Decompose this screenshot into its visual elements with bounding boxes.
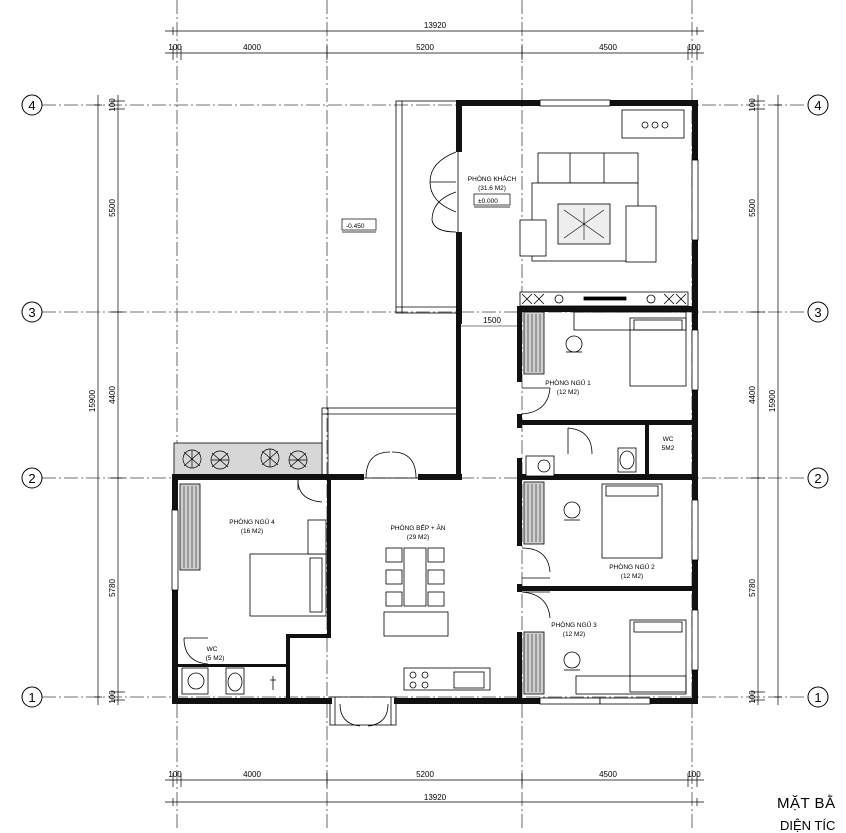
bedroom-4-furniture bbox=[179, 483, 327, 617]
dim-top-1: 100 bbox=[168, 43, 182, 52]
dim-bottom-1: 100 bbox=[168, 770, 182, 779]
axis-bubbles bbox=[21, 94, 829, 708]
level-marker-indoor bbox=[473, 193, 511, 208]
room-name-wc2: WC bbox=[207, 646, 218, 653]
room-name-bedroom1: PHÒNG NGỦ 1 bbox=[545, 378, 591, 387]
dim-bottom-2: 4000 bbox=[243, 770, 261, 779]
windows bbox=[171, 99, 699, 705]
dim-right-bottom: 100 bbox=[748, 690, 757, 704]
dim-right-3: 5780 bbox=[748, 579, 757, 597]
room-area-bedroom2: (12 M2) bbox=[621, 573, 643, 580]
dim-top-2: 4000 bbox=[243, 43, 261, 52]
dim-right-overall: 15900 bbox=[768, 389, 777, 412]
room-area-bedroom4: (16 M2) bbox=[241, 528, 263, 535]
dim-left-3: 5780 bbox=[108, 579, 117, 597]
corridor-dimension bbox=[457, 322, 521, 330]
drawing-title: MẶT BẰ bbox=[777, 795, 836, 812]
dim-left-1: 5500 bbox=[108, 199, 117, 217]
axis-label-4-right: 4 bbox=[814, 98, 821, 113]
drawing-subtitle: DIỆN TÍC bbox=[780, 818, 836, 833]
tv-cabinet bbox=[519, 291, 689, 307]
room-area-bedroom1: (12 M2) bbox=[557, 389, 579, 396]
dining-set bbox=[383, 547, 491, 691]
dim-top-3: 5200 bbox=[416, 43, 434, 52]
dim-left-overall: 15900 bbox=[88, 389, 97, 412]
dim-bottom-4: 4500 bbox=[599, 770, 617, 779]
dim-overall-bottom: 13920 bbox=[424, 793, 447, 802]
doors bbox=[183, 151, 593, 727]
room-name-bedroom2: PHÒNG NGỦ 2 bbox=[609, 562, 655, 571]
axis-label-3-left: 3 bbox=[28, 305, 35, 320]
bedroom-3-furniture bbox=[523, 619, 687, 695]
dim-right-2: 4400 bbox=[748, 386, 757, 404]
dimensions-bottom bbox=[165, 773, 704, 806]
dim-right-top: 100 bbox=[748, 98, 757, 112]
axis-label-2-left: 2 bbox=[28, 471, 35, 486]
axis-lines bbox=[42, 0, 805, 829]
dim-overall-top: 13920 bbox=[424, 21, 447, 30]
bedroom-1-furniture bbox=[523, 311, 687, 387]
level-outdoor: -0.450 bbox=[346, 223, 365, 230]
room-name-bedroom4: PHÒNG NGỦ 4 bbox=[229, 517, 275, 526]
living-room-furniture bbox=[519, 109, 685, 263]
axis-label-1-right: 1 bbox=[814, 690, 821, 705]
room-name-bedroom3: PHÒNG NGỦ 3 bbox=[551, 620, 597, 629]
dim-top-4: 4500 bbox=[599, 43, 617, 52]
axis-label-2-right: 2 bbox=[814, 471, 821, 486]
dimensions-left bbox=[94, 95, 125, 705]
level-marker-outdoor bbox=[341, 218, 377, 233]
dim-bottom-3: 5200 bbox=[416, 770, 434, 779]
axis-label-1-left: 1 bbox=[28, 690, 35, 705]
corridor-width: 1500 bbox=[483, 316, 501, 325]
axis-label-3-right: 3 bbox=[814, 305, 821, 320]
dimensions-right bbox=[751, 95, 782, 705]
room-area-kitchen: (29 M2) bbox=[407, 534, 429, 541]
dim-left-2: 4400 bbox=[108, 386, 117, 404]
dimensions-top bbox=[165, 27, 704, 60]
planter-box bbox=[173, 442, 323, 477]
room-name-wc1: WC bbox=[663, 436, 674, 443]
room-area-wc2: (5 M2) bbox=[206, 655, 225, 662]
wc-fixtures bbox=[181, 447, 637, 695]
dim-left-top: 100 bbox=[108, 98, 117, 112]
bedroom-2-furniture bbox=[523, 481, 663, 559]
dim-bottom-5: 100 bbox=[687, 770, 701, 779]
room-name-kitchen: PHÒNG BẾP + ĂN bbox=[391, 522, 446, 532]
dim-left-bottom: 100 bbox=[108, 690, 117, 704]
room-name-living: PHÒNG KHÁCH bbox=[468, 174, 517, 183]
room-area-wc1: 5M2 bbox=[662, 445, 675, 452]
room-area-bedroom3: (12 M2) bbox=[563, 631, 585, 638]
room-area-living: (31.6 M2) bbox=[478, 185, 506, 192]
level-indoor: ±0.000 bbox=[478, 198, 498, 205]
dim-top-5: 100 bbox=[687, 43, 701, 52]
dim-right-1: 5500 bbox=[748, 199, 757, 217]
axis-label-4-left: 4 bbox=[28, 98, 35, 113]
